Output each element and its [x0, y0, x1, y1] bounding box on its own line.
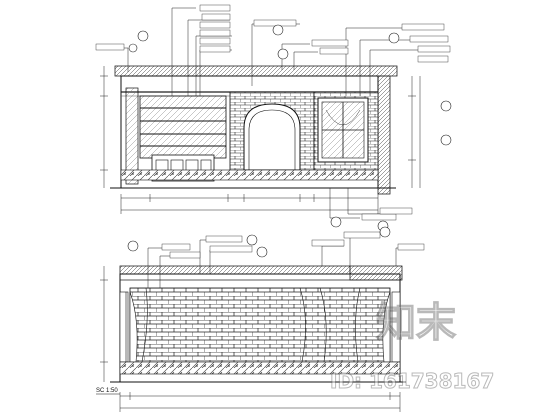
dimension-vertical-left-bottom — [100, 266, 108, 382]
dimension-vertical-right-top — [408, 76, 421, 188]
section-markers-top — [128, 24, 452, 232]
brick-wall-bottom — [129, 287, 391, 363]
curtain-left-bottom — [119, 291, 138, 363]
annotation-labels-top — [199, 4, 451, 221]
shelf-cabinet — [139, 95, 227, 182]
annotation-labels-bottom — [161, 231, 425, 259]
watermark: 知末 ID: 161738167 — [330, 299, 495, 393]
scale-label: SC 1:50 — [96, 388, 118, 394]
ceiling-slab-bottom — [119, 265, 351, 275]
floor-band-bottom — [119, 361, 401, 375]
watermark-id: ID: 161738167 — [330, 369, 494, 393]
window-panel — [313, 91, 379, 171]
ceiling-slab — [114, 65, 398, 77]
dimension-line-top — [120, 194, 379, 214]
curtain-left — [125, 87, 139, 185]
right-wall-column — [377, 75, 391, 195]
section-markers-bottom — [127, 226, 391, 258]
elevation-bottom — [100, 226, 425, 412]
brick-arch-wall — [229, 91, 315, 171]
curtain-mid-bottom — [141, 287, 361, 363]
dimension-vertical-left-top — [100, 66, 108, 188]
watermark-logo: 知末 — [376, 300, 456, 346]
dimension-line-bottom — [119, 392, 401, 412]
floor-band-top — [120, 169, 379, 181]
elevation-top — [95, 4, 452, 232]
